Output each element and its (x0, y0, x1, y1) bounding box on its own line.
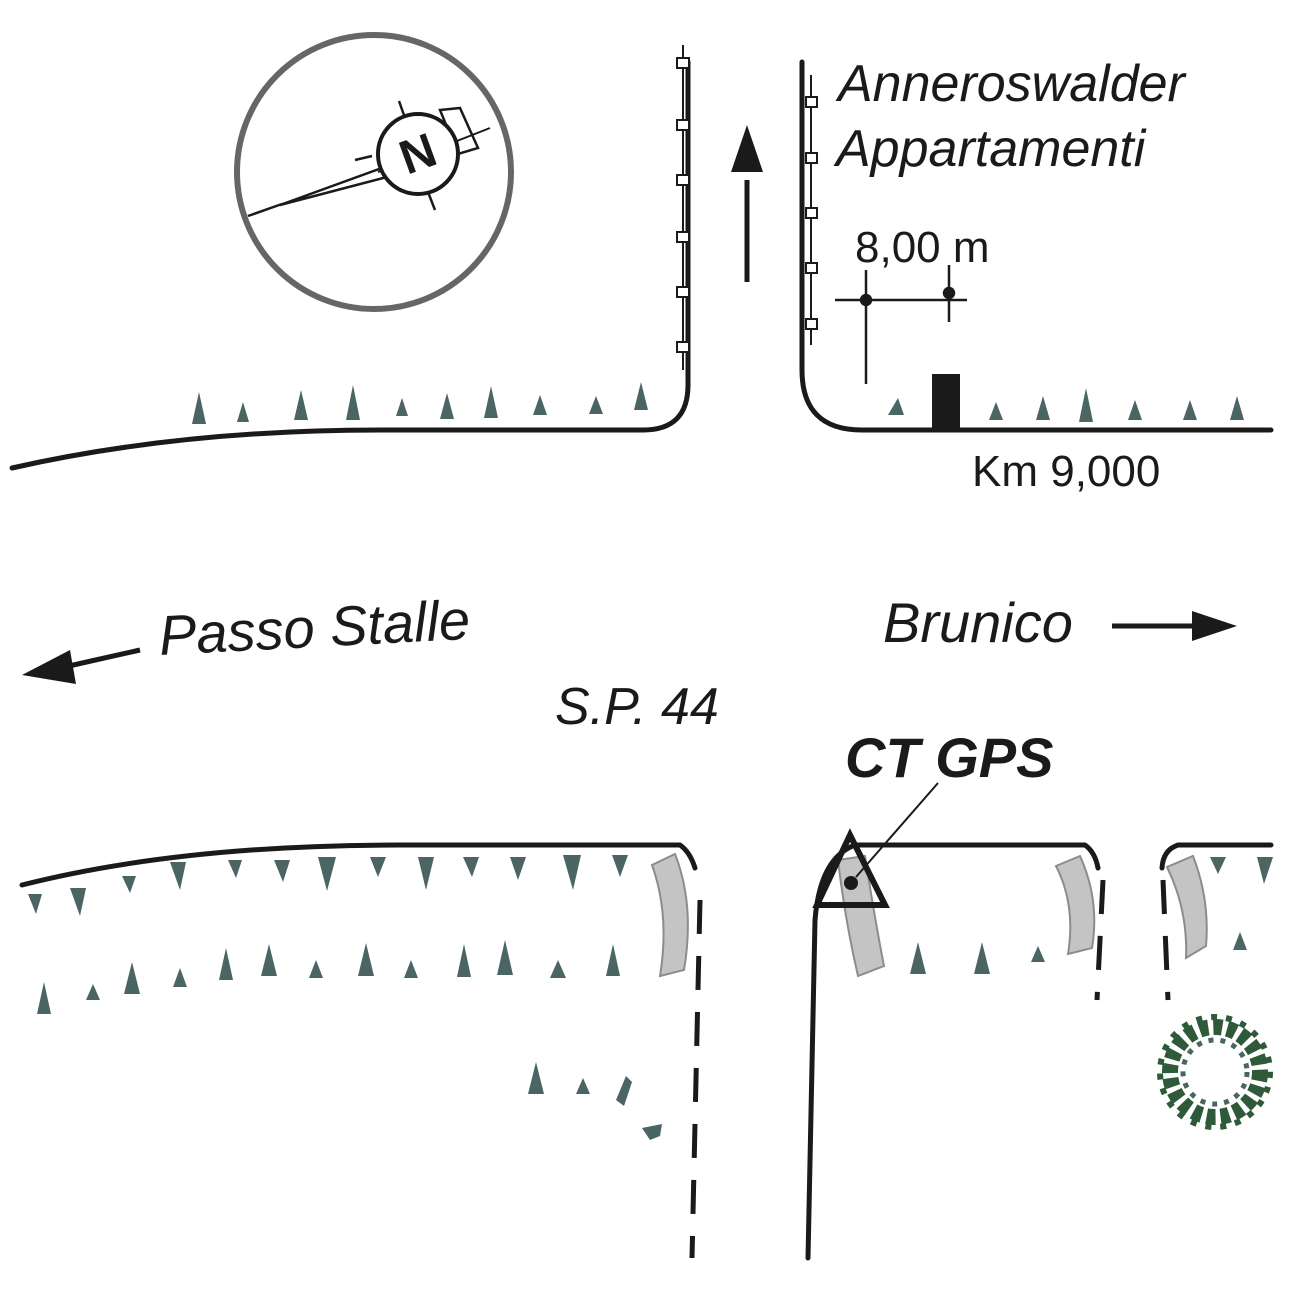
curb-middle-corner (836, 854, 886, 978)
gps-point-dot (844, 876, 858, 890)
curb-drive-left (1054, 854, 1096, 956)
vegetation-row-bottom-middle (910, 942, 1045, 974)
direction-arrow-east (1112, 611, 1237, 641)
road-edge-bottom-left (19, 842, 698, 888)
direction-arrow-north (731, 125, 763, 282)
label-destination-top-2: Appartamenti (833, 120, 1147, 178)
km-marker-post (932, 374, 960, 430)
vegetation-cluster-side-road (528, 1062, 662, 1140)
dashed-edge-drive-1 (1094, 879, 1106, 1001)
compass-ring (234, 32, 514, 312)
tree-icon (1157, 1014, 1273, 1130)
fence-left (676, 45, 690, 370)
label-destination-top: Anneroswalder (835, 55, 1188, 113)
curb-drive-right (1165, 854, 1208, 960)
label-gps-point: CT GPS (845, 726, 1053, 789)
road-edge-bottom-right (1159, 842, 1274, 871)
dashed-edge-drive-2 (1160, 879, 1171, 1001)
label-km: Km 9,000 (972, 447, 1160, 496)
gps-leader-line (855, 782, 939, 878)
road-edge-top-left (9, 59, 691, 471)
gps-control-point (812, 782, 939, 908)
vegetation-row-top-right (888, 388, 1244, 422)
compass-rose: N (234, 32, 514, 312)
road-edge-top-right (799, 59, 1274, 433)
vegetation-row-bottom-left-1 (28, 855, 628, 916)
scale-bar (835, 265, 967, 384)
curb-left-corner (650, 852, 689, 978)
label-scale: 8,00 m (855, 223, 990, 272)
fence-right (805, 75, 818, 345)
gps-triangle (812, 828, 890, 908)
label-east-destination: Brunico (883, 591, 1073, 654)
vegetation-row-bottom-left-2 (37, 940, 620, 1014)
direction-arrow-west (22, 647, 141, 684)
vegetation-row-top-left (192, 382, 648, 424)
curb-stones (650, 852, 1208, 978)
dashed-edge-left-side-road (689, 899, 703, 1259)
vegetation-row-bottom-right (1210, 857, 1273, 950)
compass-inner-circle (376, 112, 460, 196)
label-west-destination: Passo Stalle (157, 588, 471, 667)
label-road-name: S.P. 44 (555, 678, 719, 736)
